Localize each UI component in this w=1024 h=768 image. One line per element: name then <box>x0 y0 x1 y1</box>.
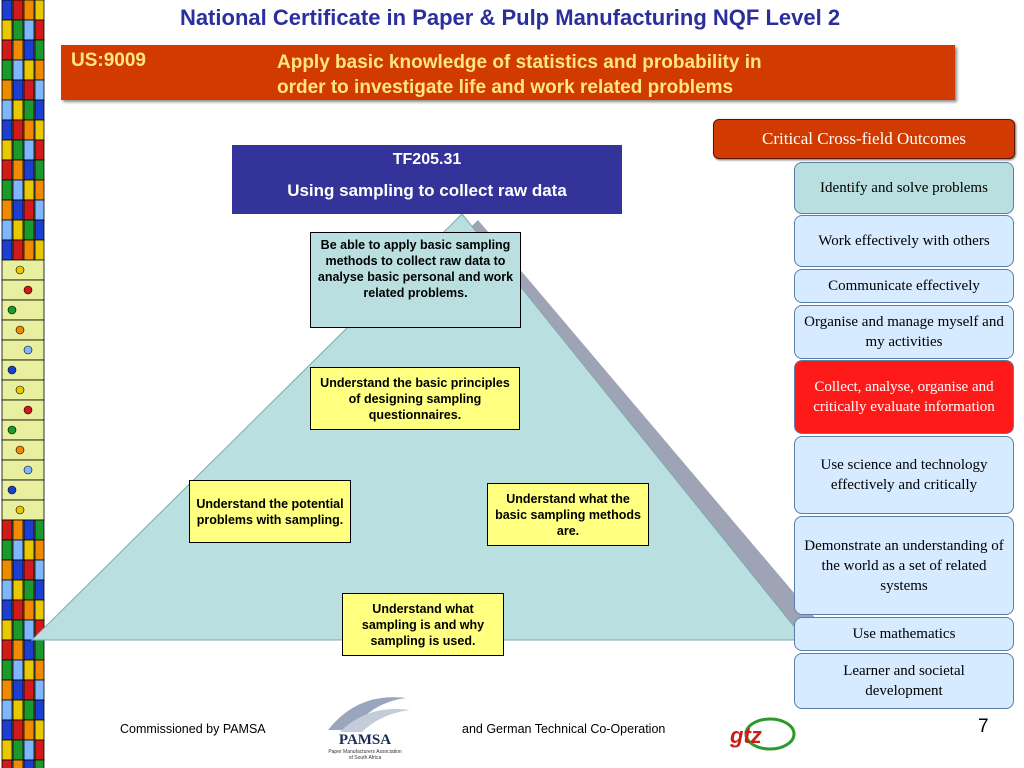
tf-heading-box: TF205.31 Using sampling to collect raw d… <box>232 145 622 214</box>
svg-text:Paper Manufacturers Associatio: Paper Manufacturers Association <box>328 749 402 755</box>
tf-heading: Using sampling to collect raw data <box>287 181 567 200</box>
page-number: 7 <box>978 716 989 737</box>
ccfo-item: Use mathematics <box>794 617 1014 651</box>
svg-text:of South Africa: of South Africa <box>349 755 382 761</box>
ccfo-item: Communicate effectively <box>794 269 1014 303</box>
footer-cooperation: and German Technical Co-Operation <box>462 722 666 736</box>
ccfo-item: Work effectively with others <box>794 215 1014 267</box>
pyramid-right-outcome: Understand what the basic sampling metho… <box>487 483 649 546</box>
tf-code: TF205.31 <box>392 151 462 168</box>
ccfo-item: Organise and manage myself and my activi… <box>794 305 1014 359</box>
ccfo-item: Demonstrate an understanding of the worl… <box>794 516 1014 615</box>
ccfo-item-highlighted: Collect, analyse, organise and criticall… <box>794 360 1014 434</box>
unit-standard-title: Apply basic knowledge of statistics and … <box>277 52 762 98</box>
ccfo-heading: Critical Cross-field Outcomes <box>713 119 1015 159</box>
pyramid-left-outcome: Understand the potential problems with s… <box>189 480 351 543</box>
footer-commissioned: Commissioned by PAMSA <box>120 722 266 736</box>
ccfo-item: Use science and technology effectively a… <box>794 436 1014 514</box>
ccfo-item: Learner and societal development <box>794 653 1014 709</box>
pyramid-bottom-outcome: Understand what sampling is and why samp… <box>342 593 504 656</box>
unit-standard-banner: US:9009 Apply basic knowledge of statist… <box>61 45 955 100</box>
ccfo-item: Identify and solve problems <box>794 162 1014 214</box>
svg-text:PAMSA: PAMSA <box>339 732 391 748</box>
pamsa-logo: PAMSA Paper Manufacturers Association of… <box>328 697 410 761</box>
svg-text:gtz: gtz <box>729 723 762 748</box>
page-title: National Certificate in Paper & Pulp Man… <box>179 5 841 30</box>
pyramid-apex-outcome: Be able to apply basic sampling methods … <box>310 232 521 328</box>
unit-standard-code: US:9009 <box>71 50 146 71</box>
gtz-logo: gtz <box>729 717 796 751</box>
decorative-border-strip <box>0 0 46 768</box>
pyramid-middle-outcome: Understand the basic principles of desig… <box>310 367 520 430</box>
